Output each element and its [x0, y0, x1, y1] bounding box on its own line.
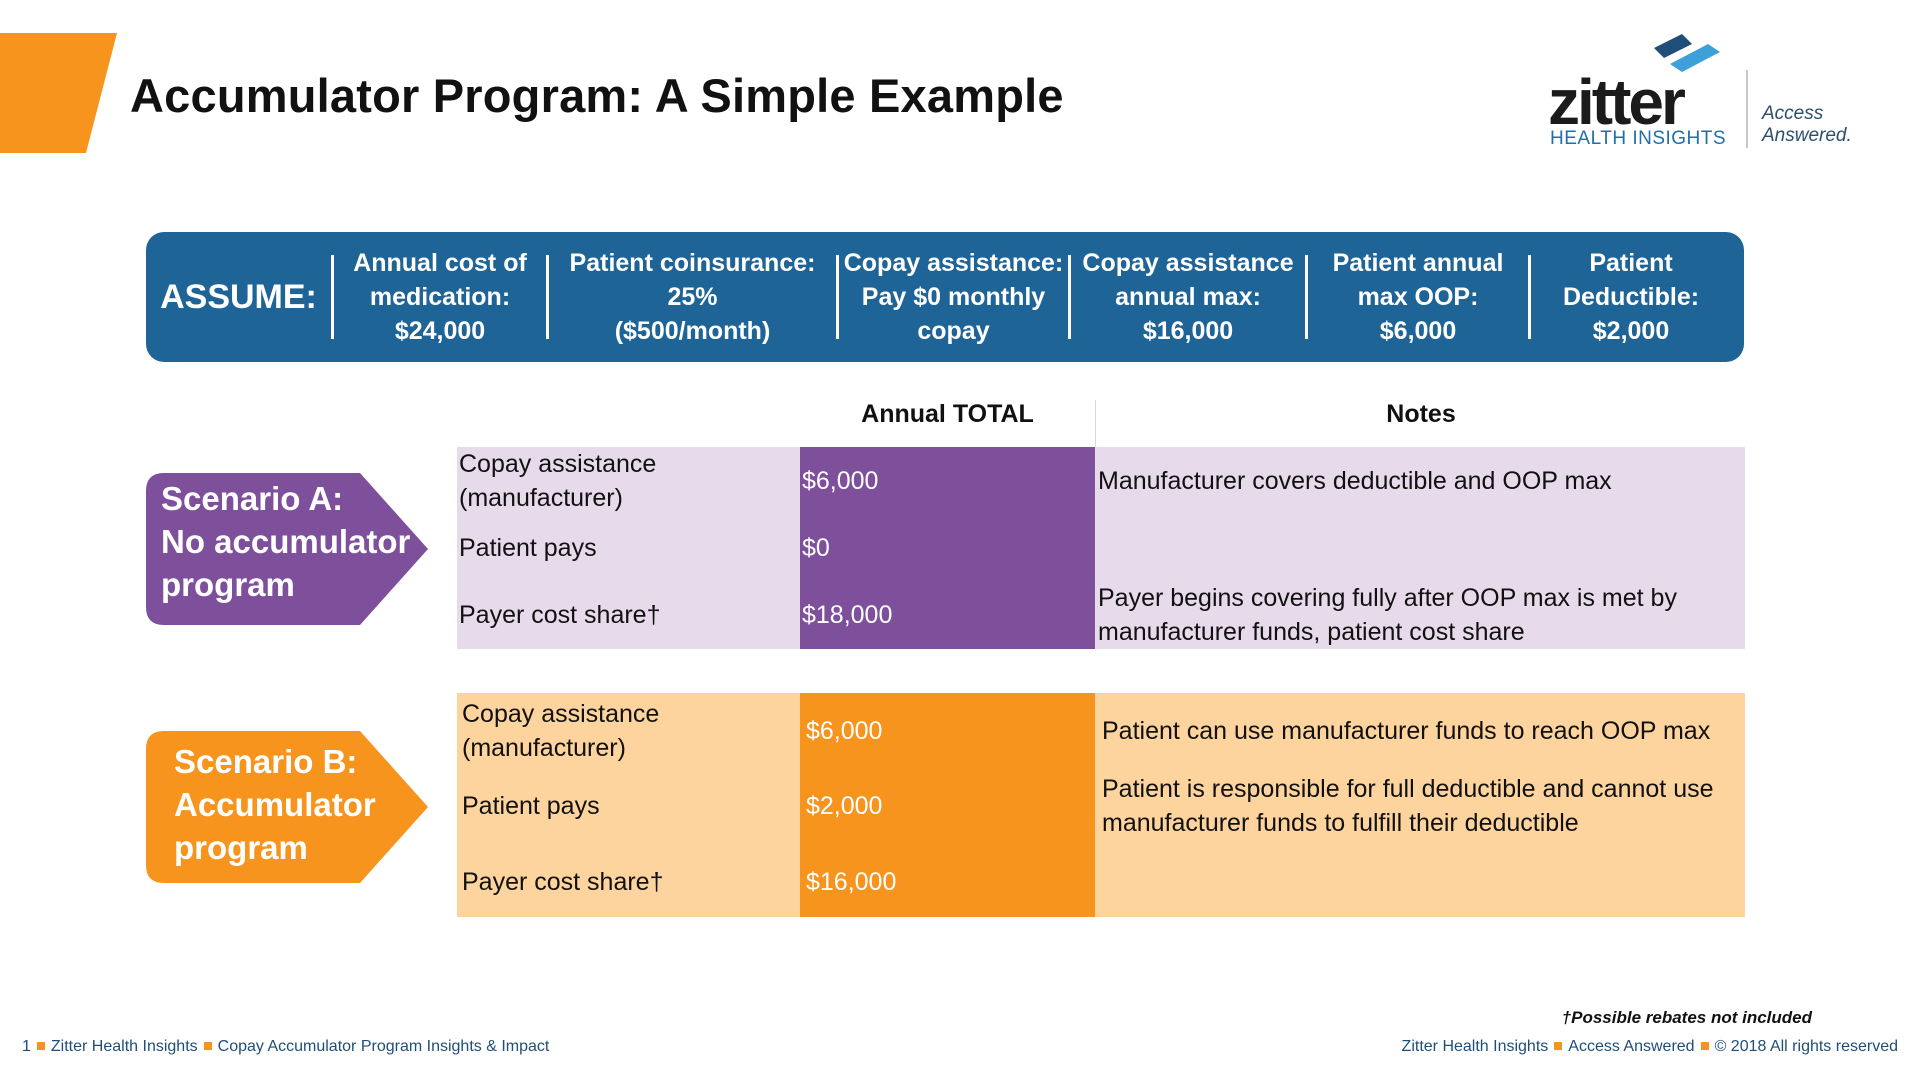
assume-deductible: Patient Deductible: $2,000 [1531, 246, 1731, 348]
assume-label: ASSUME: [160, 277, 317, 316]
row-item-text: Copay assistance [459, 450, 657, 478]
footer-tagline: Access Answered [1568, 1038, 1695, 1055]
assume-divider [1528, 255, 1531, 339]
footer-left: 1 Zitter Health Insights Copay Accumulator… [22, 1038, 549, 1056]
scenario-a-label: Scenario A: No accumulator program [161, 477, 410, 606]
row-note: Manufacturer covers deductible and OOP m… [1098, 464, 1612, 498]
assume-line: Annual cost of [353, 249, 527, 277]
row-total-value: $6,000 [802, 467, 879, 495]
row-note-text: Patient is responsible for full deductib… [1102, 775, 1714, 803]
scenario-b-label-line: Accumulator [174, 786, 376, 823]
scenario-a-label-line: No accumulator [161, 523, 411, 560]
table-row-item: Copay assistance (manufacturer) [462, 697, 659, 765]
column-header-notes: Notes [1386, 400, 1456, 428]
assume-line: annual max: [1115, 283, 1261, 311]
table-row-item: Copay assistance (manufacturer) [459, 447, 656, 515]
assume-value: copay [917, 317, 990, 345]
assume-line: Copay assistance [1082, 249, 1294, 277]
logo-tagline: Access Answered. [1762, 103, 1852, 146]
scenario-b-item-band [457, 693, 800, 917]
assume-annual-cost: Annual cost of medication: $24,000 [334, 246, 546, 348]
row-note-text: Manufacturer covers deductible and OOP m… [1098, 467, 1612, 495]
table-row-item: Patient pays [459, 534, 597, 562]
row-total-value: $2,000 [806, 792, 883, 820]
assume-line: Patient [1589, 249, 1673, 277]
footer-company: Zitter Health Insights [1401, 1038, 1549, 1055]
assume-value: ($500/month) [614, 317, 771, 345]
row-item-text: Copay assistance [462, 700, 660, 728]
row-total-value: $6,000 [806, 717, 883, 745]
table-row-item: Payer cost share† [462, 868, 664, 896]
row-note-text: Payer begins covering fully after OOP ma… [1098, 584, 1677, 612]
scenario-b-label: Scenario B: Accumulator program [174, 740, 376, 869]
scenario-b-arrow-shape [146, 731, 428, 883]
assume-line: Pay $0 monthly [861, 283, 1046, 311]
assume-line: 25% [667, 283, 718, 311]
logo-wordmark: zitter [1548, 66, 1686, 138]
logo-mark-icon [1654, 34, 1720, 72]
assume-line: medication: [369, 283, 511, 311]
assume-divider [546, 255, 549, 339]
table-row-item: Payer cost share† [459, 601, 661, 629]
scenario-b-total-band [800, 693, 1095, 917]
assume-copay-assistance: Copay assistance: Pay $0 monthly copay [839, 246, 1068, 348]
scenario-b-label-line: program [174, 829, 308, 866]
assume-copay-annual-max: Copay assistance annual max: $16,000 [1071, 246, 1305, 348]
assume-line: Copay assistance: [843, 249, 1064, 277]
assume-value: $24,000 [394, 317, 486, 345]
footer-copyright: © 2018 All rights reserved [1714, 1038, 1898, 1055]
scenario-a-label-line: program [161, 566, 295, 603]
scenario-a-label-line: Scenario A: [161, 480, 344, 517]
assume-value: $16,000 [1142, 317, 1234, 345]
logo-subtitle: HEALTH INSIGHTS [1550, 128, 1727, 149]
assume-max-oop: Patient annual max OOP: $6,000 [1308, 246, 1528, 348]
assume-coinsurance: Patient coinsurance: 25% ($500/month) [549, 246, 836, 348]
scenario-a-notes-band [1095, 447, 1745, 649]
footnote: †Possible rebates not included [1561, 1008, 1812, 1027]
row-item-text: (manufacturer) [459, 484, 623, 512]
column-header-total: Annual TOTAL [861, 400, 1034, 428]
row-note-text: manufacturer funds, patient cost share [1098, 618, 1525, 646]
table-row-item: Patient pays [462, 792, 600, 820]
scenario-a-total-band [800, 447, 1095, 649]
accent-parallelogram [0, 33, 117, 153]
page-number: 1 [22, 1038, 31, 1055]
assume-divider [836, 255, 839, 339]
bullet-square-icon [36, 1042, 45, 1050]
assume-line: Patient annual [1332, 249, 1504, 277]
bullet-square-icon [203, 1042, 212, 1050]
footer-company: Zitter Health Insights [50, 1038, 198, 1055]
row-total-value: $16,000 [806, 868, 897, 896]
assumptions-bar: ASSUME: Annual cost of medication: $24,0… [146, 232, 1744, 362]
row-note: Payer begins covering fully after OOP ma… [1098, 581, 1677, 649]
row-total-value: $0 [802, 534, 830, 562]
page-title: Accumulator Program: A Simple Example [130, 69, 1064, 122]
bullet-square-icon [1554, 1042, 1563, 1050]
assume-value: $6,000 [1379, 317, 1457, 345]
footer-right: Zitter Health Insights Access Answered © 2… [1402, 1038, 1898, 1056]
assume-divider [1068, 255, 1071, 339]
assume-line: Patient coinsurance: [569, 249, 816, 277]
assume-divider [1305, 255, 1308, 339]
scenario-a-arrow-shape [146, 473, 428, 625]
row-total-value: $18,000 [802, 601, 893, 629]
assume-line: max OOP: [1357, 283, 1479, 311]
row-note-text: manufacturer funds to fulfill their dedu… [1102, 809, 1579, 837]
assume-value: $2,000 [1592, 317, 1670, 345]
scenario-b-label-line: Scenario B: [174, 743, 358, 780]
scenario-b-notes-band [1095, 693, 1745, 917]
bullet-square-icon [1700, 1042, 1709, 1050]
logo-divider [1746, 70, 1748, 148]
row-item-text: (manufacturer) [462, 734, 626, 762]
row-note: Patient is responsible for full deductib… [1102, 772, 1714, 840]
assume-divider [331, 255, 334, 339]
row-note-text: Patient can use manufacturer funds to re… [1102, 717, 1711, 745]
row-note: Patient can use manufacturer funds to re… [1102, 714, 1710, 748]
zitter-logo: zitter HEALTH INSIGHTS Access Answered. [1540, 30, 1908, 160]
footer-deck-title: Copay Accumulator Program Insights & Imp… [217, 1038, 550, 1055]
assume-line: Deductible: [1562, 283, 1700, 311]
header-divider [1095, 400, 1096, 447]
scenario-a-item-band [457, 447, 800, 649]
